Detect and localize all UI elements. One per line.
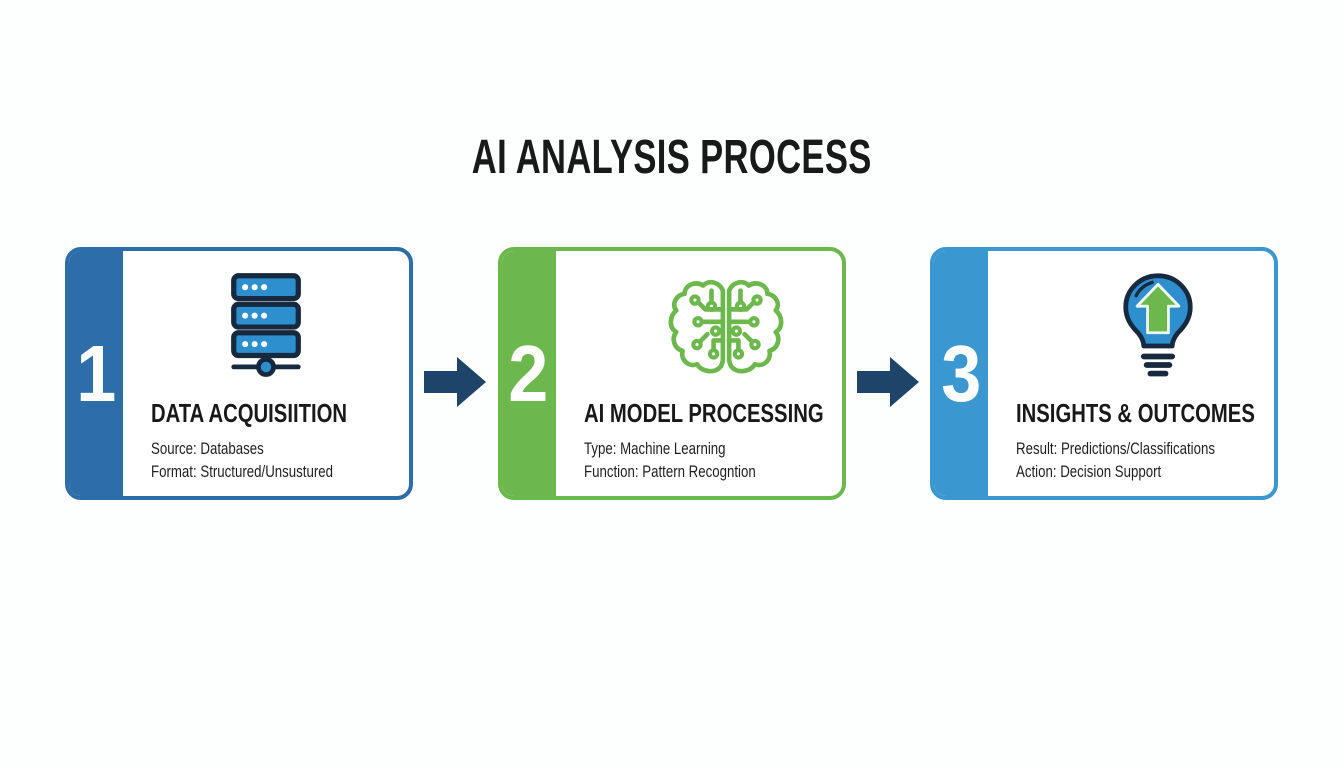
step-detail-format: Format: Structured/Unsustured	[151, 461, 334, 481]
step-number: 2	[508, 328, 549, 418]
step-detail-result: Result: Predictions/Classifications	[1016, 438, 1215, 458]
step-card-data-acquisition: 1	[65, 247, 413, 500]
step-card-ai-model-processing: 2	[497, 247, 846, 500]
right-arrow-icon	[424, 356, 487, 407]
step-text-block: DATA ACQUISIITION Source: Databases Form…	[151, 399, 403, 483]
step-title: AI MODEL PROCESSING	[583, 398, 824, 428]
step-number: 3	[940, 328, 982, 418]
step-detail-function: Function: Pattern Recogntion	[583, 461, 756, 481]
step-number-band: 1	[69, 251, 123, 496]
step-details: Type: Machine Learning Function: Pattern…	[583, 437, 842, 483]
right-arrow-icon	[856, 356, 919, 407]
process-steps-row: 1	[65, 247, 1278, 500]
brain-circuit-icon	[556, 269, 846, 387]
flow-arrow-2	[846, 247, 931, 500]
step-number-band: 3	[934, 251, 988, 496]
page-title-text: AI ANALYSIS PROCESS	[472, 131, 872, 184]
step-card-insights-outcomes: 3 INSIGHTS & OUTCOMES Resu	[930, 247, 1278, 500]
step-content: INSIGHTS & OUTCOMES Result: Predictions/…	[988, 251, 1274, 496]
step-detail-source: Source: Databases	[151, 438, 264, 458]
step-details: Result: Predictions/Classifications Acti…	[1016, 437, 1274, 483]
step-text-block: AI MODEL PROCESSING Type: Machine Learni…	[583, 398, 842, 483]
step-number-band: 2	[501, 251, 556, 496]
lightbulb-arrow-icon	[988, 269, 1274, 387]
database-servers-icon	[123, 269, 409, 387]
step-detail-action: Action: Decision Support	[1016, 461, 1162, 481]
flow-arrow-1	[413, 247, 498, 500]
page-title: AI ANALYSIS PROCESS	[0, 130, 1344, 185]
step-title: INSIGHTS & OUTCOMES	[1016, 398, 1255, 428]
step-details: Source: Databases Format: Structured/Uns…	[151, 437, 403, 483]
step-content: DATA ACQUISIITION Source: Databases Form…	[123, 251, 409, 496]
step-title: DATA ACQUISIITION	[151, 398, 348, 428]
step-text-block: INSIGHTS & OUTCOMES Result: Predictions/…	[1016, 398, 1274, 483]
step-content: AI MODEL PROCESSING Type: Machine Learni…	[556, 251, 846, 496]
step-number: 1	[75, 328, 117, 418]
step-detail-type: Type: Machine Learning	[583, 438, 726, 458]
